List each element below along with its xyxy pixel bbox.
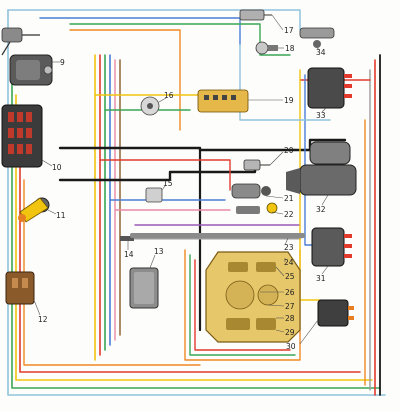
component-31-relay — [311, 227, 352, 267]
callout-9: 9 — [60, 58, 65, 67]
wire-left-orange — [23, 179, 201, 366]
callout-13: 13 — [154, 247, 164, 256]
callout-12: 12 — [38, 315, 48, 324]
leader-12 — [33, 299, 41, 316]
leader-30 — [299, 319, 319, 345]
callout-32: 32 — [316, 205, 326, 214]
component-20-switch — [243, 159, 270, 171]
component-16-lamp — [140, 96, 160, 116]
callout-15: 15 — [163, 179, 173, 188]
callout-16: 16 — [164, 91, 174, 100]
component-10-fuse-box — [1, 104, 43, 168]
component-9-motor — [9, 54, 53, 86]
wire-left-green — [11, 59, 381, 389]
component-11-coil — [18, 197, 50, 223]
component-23-rod — [130, 233, 305, 238]
callout-18: 18 — [285, 44, 295, 53]
callout-26: 26 — [285, 288, 295, 297]
leader-34 — [316, 47, 321, 51]
component-14-connector — [120, 236, 134, 241]
leader-10 — [41, 159, 53, 167]
leader-11 — [47, 209, 57, 215]
component-18-lamp — [255, 41, 278, 55]
leader-13 — [149, 254, 156, 269]
leader-33 — [321, 107, 327, 113]
components — [1, 9, 357, 343]
wire-dash-green — [189, 254, 296, 356]
wire-main-black-2 — [58, 163, 257, 182]
component-21-ignition-lock — [231, 183, 271, 199]
leader-27 — [267, 304, 285, 307]
wire-relay-lightblue — [239, 44, 331, 121]
wire-top-lightblue — [7, 9, 301, 31]
component-15-flasher — [145, 187, 163, 203]
leader-16 — [158, 97, 167, 103]
leader-25 — [275, 266, 285, 277]
component-13-relay — [129, 267, 159, 309]
leader-32 — [321, 194, 329, 206]
wire-top-green — [69, 23, 291, 56]
component-22-key — [236, 202, 278, 214]
wire-top-blue — [39, 17, 241, 46]
callout-30: 30 — [286, 342, 296, 351]
component-30-regulator — [317, 299, 354, 327]
callout-19: 19 — [284, 96, 294, 105]
callout-22: 22 — [284, 210, 294, 219]
component-34-switch — [299, 27, 335, 48]
instrument-panel — [205, 251, 301, 343]
component-12-regulator — [5, 271, 35, 305]
callout-20: 20 — [284, 146, 294, 155]
leader-22 — [271, 211, 284, 215]
component-32-starter — [286, 141, 357, 196]
callout-11: 11 — [56, 211, 66, 220]
wire-dash-red — [194, 259, 291, 351]
component-17-switch — [239, 9, 272, 21]
leader-23 — [284, 237, 289, 246]
callout-33: 33 — [316, 111, 326, 120]
callout-23: 23 — [284, 243, 294, 252]
callout-28: 28 — [285, 314, 295, 323]
leader-29 — [275, 329, 285, 333]
wire-top-orange — [69, 29, 181, 131]
leader-15 — [161, 185, 166, 191]
wire-left-yellow — [15, 94, 373, 381]
wire-mid-red — [99, 159, 231, 191]
callout-29: 29 — [285, 328, 295, 337]
callout-34: 34 — [316, 48, 326, 57]
callout-labels: 9 10 11 12 13 14 15 16 17 18 19 20 21 22… — [38, 26, 326, 351]
leader-31 — [321, 265, 329, 275]
callout-24: 24 — [284, 258, 294, 267]
callout-17: 17 — [284, 26, 294, 35]
leader-20 — [269, 151, 284, 166]
component-19-terminal-block — [197, 89, 249, 113]
callout-10: 10 — [52, 163, 62, 172]
leader-21 — [265, 195, 284, 199]
component-33-relay — [307, 67, 352, 109]
leader-lines — [33, 14, 329, 345]
leader-17 — [271, 14, 284, 31]
callout-27: 27 — [285, 302, 295, 311]
wiper-switch-top-left — [1, 27, 40, 56]
callout-21: 21 — [284, 194, 294, 203]
callout-14: 14 — [124, 250, 134, 259]
wire-main-black-1 — [58, 138, 347, 152]
callout-25: 25 — [285, 272, 295, 281]
callout-31: 31 — [316, 274, 326, 283]
